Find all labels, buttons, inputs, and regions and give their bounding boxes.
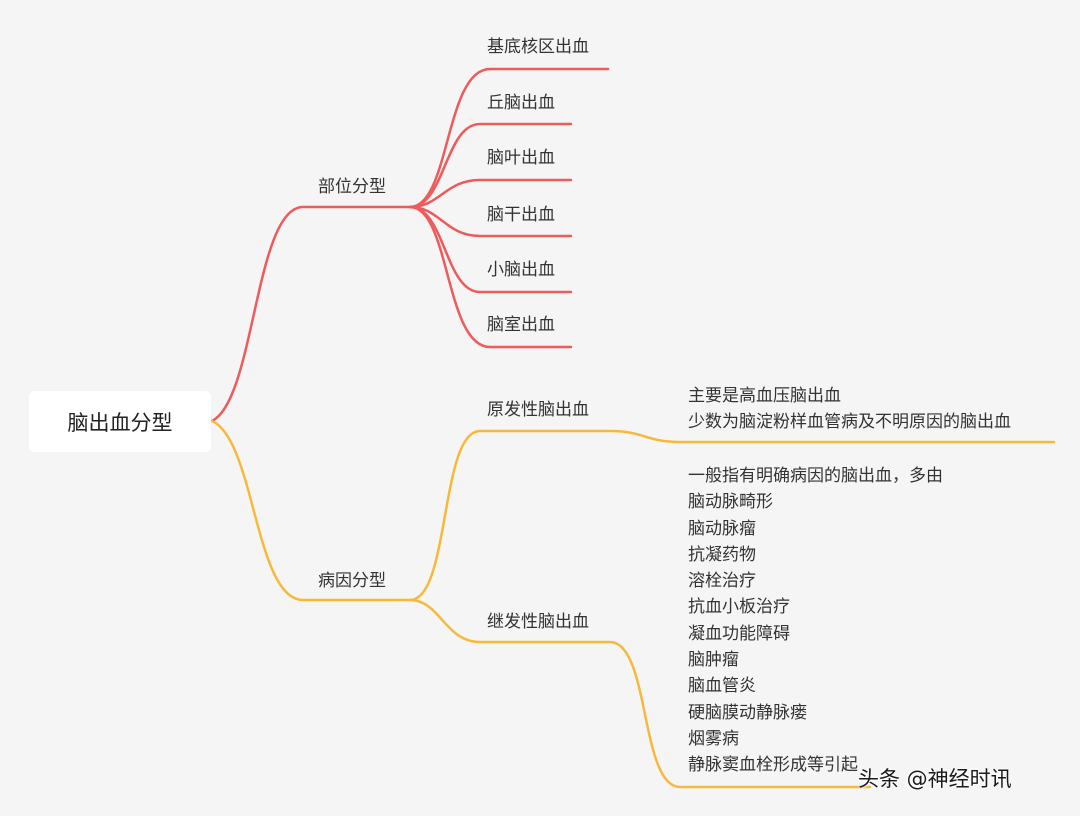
secondary-note-line: 脑肿瘤 (688, 650, 739, 671)
primary-node[interactable]: 原发性脑出血 (487, 400, 589, 420)
secondary-node[interactable]: 继发性脑出血 (487, 612, 589, 632)
secondary-note-line: 静脉窦血栓形成等引起 (688, 755, 858, 776)
connector-root-to-cause (210, 419, 412, 602)
secondary-note-line: 硬脑膜动静脉瘘 (688, 702, 807, 723)
location-item[interactable]: 基底核区出血 (487, 37, 589, 57)
secondary-note-line: 烟雾病 (688, 728, 739, 749)
watermark-text: 头条 @神经时讯 (858, 767, 1012, 791)
secondary-note-line: 抗凝药物 (688, 544, 756, 565)
primary-notes: 主要是高血压脑出血 少数为脑淀粉样血管病及不明原因的脑出血 (688, 383, 1011, 436)
primary-note-line: 少数为脑淀粉样血管病及不明原因的脑出血 (688, 412, 1011, 433)
secondary-note-line: 脑血管炎 (688, 676, 756, 697)
cause-node[interactable]: 病因分型 (318, 571, 386, 591)
connector-root-to-location (210, 205, 412, 423)
location-node[interactable]: 部位分型 (318, 177, 386, 197)
root-node-label: 脑出血分型 (67, 410, 173, 435)
connector-cause-to-secondary (408, 598, 872, 789)
secondary-note-line: 脑动脉瘤 (688, 518, 756, 539)
secondary-note-line: 抗血小板治疗 (688, 597, 790, 618)
location-item[interactable]: 脑干出血 (487, 205, 555, 225)
location-item[interactable]: 脑叶出血 (487, 148, 555, 168)
connector-cause-to-primary (408, 429, 1056, 602)
secondary-notes: 一般指有明确病因的脑出血，多由 脑动脉畸形 脑动脉瘤 抗凝药物 溶栓治疗 抗血小… (688, 463, 943, 779)
secondary-note-line: 溶栓治疗 (688, 571, 756, 592)
secondary-note-line: 凝血功能障碍 (688, 623, 790, 644)
location-item[interactable]: 丘脑出血 (487, 93, 555, 113)
connector-location-item-6 (408, 205, 573, 349)
location-item[interactable]: 小脑出血 (487, 260, 555, 280)
root-node[interactable]: 脑出血分型 (29, 391, 211, 452)
primary-note-line: 主要是高血压脑出血 (688, 386, 841, 406)
location-item[interactable]: 脑室出血 (487, 315, 555, 335)
connector-location-item-3 (408, 178, 573, 209)
connector-location-item-1 (408, 67, 610, 209)
secondary-note-line: 一般指有明确病因的脑出血，多由 (688, 466, 943, 486)
secondary-note-line: 脑动脉畸形 (688, 492, 773, 513)
connector-location-item-2 (408, 122, 573, 209)
